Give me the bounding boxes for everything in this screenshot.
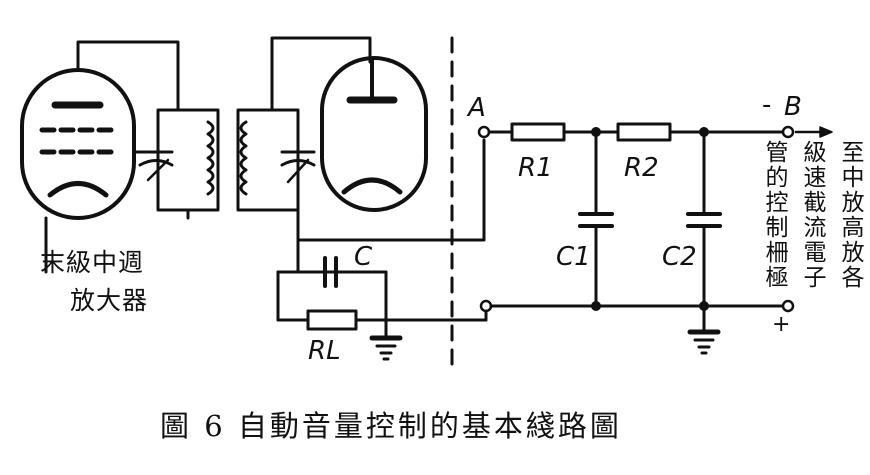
cap-c2-label: C2 [662, 242, 697, 272]
left-vacuum-tube [20, 68, 136, 220]
ground-left [369, 318, 488, 361]
node-b-label: B [784, 92, 802, 122]
if-transformer-secondary [236, 36, 372, 212]
capacitor-c [276, 256, 388, 322]
minus-sign: - [762, 90, 772, 120]
figure-caption: 圖 6 自動音量控制的基本綫路圖 [160, 409, 622, 443]
resistor-rl [276, 309, 388, 331]
filter-network [477, 122, 833, 142]
cap-c1-label: C1 [556, 242, 591, 272]
stage-label-line2: 放大器 [70, 286, 149, 315]
output-label-col2: 級速截流電子 [799, 140, 825, 290]
capacitor-c2 [686, 130, 722, 334]
plus-sign: + [772, 312, 791, 337]
node-a-label: A [468, 93, 486, 123]
res-r2-label: R2 [624, 153, 659, 183]
detector-tube [320, 56, 428, 212]
res-rl-label: RL [308, 336, 341, 366]
stage-label-line1: 末級中週 [40, 248, 145, 277]
if-transformer-primary [138, 108, 220, 220]
cap-c-label: C [354, 242, 373, 272]
ground-right [687, 329, 721, 355]
output-label-col1: 至中放高放各 [837, 140, 863, 290]
output-label-col3: 管的控制柵極 [761, 140, 787, 290]
bottom-rail [479, 299, 795, 322]
capacitor-c1 [578, 130, 614, 308]
res-r1-label: R1 [518, 153, 553, 183]
